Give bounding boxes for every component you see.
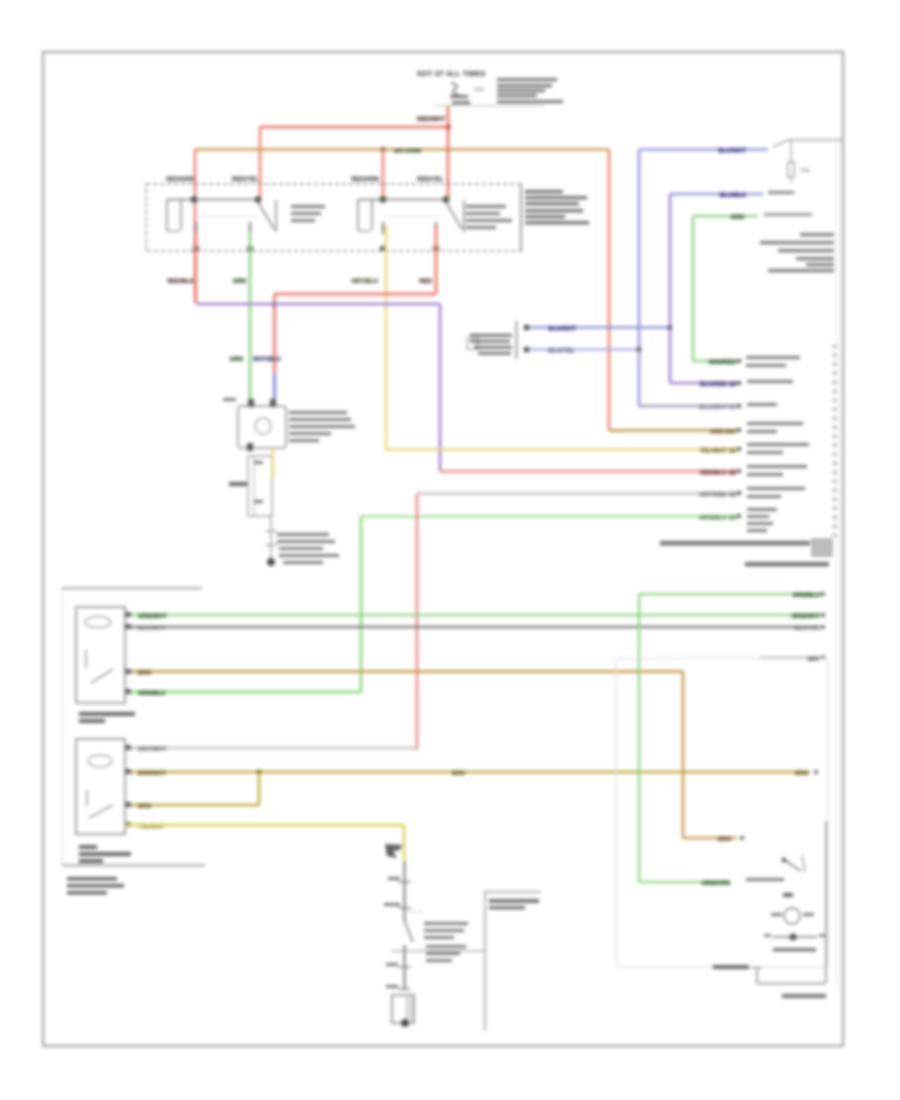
svg-text:BRN: BRN xyxy=(138,804,151,810)
svg-text:YEL/BLK: YEL/BLK xyxy=(138,824,164,830)
svg-text:BLU/WHT 2L: BLU/WHT 2L xyxy=(700,405,737,411)
svg-text:BRN: BRN xyxy=(718,837,731,843)
svg-text:RED/BLK: RED/BLK xyxy=(167,279,194,285)
svg-text:RED/WHT: RED/WHT xyxy=(417,117,445,123)
svg-text:BLU/YEL: BLU/YEL xyxy=(548,349,574,355)
svg-text:A/C COND: A/C COND xyxy=(394,149,421,155)
svg-text:GRY: GRY xyxy=(807,657,820,663)
svg-text:BLK/WHT: BLK/WHT xyxy=(138,626,166,632)
svg-text:BLU/RED 1B: BLU/RED 1B xyxy=(700,382,737,388)
svg-text:RED/GRN: RED/GRN xyxy=(166,177,194,183)
svg-text:GRN: GRN xyxy=(731,215,744,221)
svg-text:WHT/BLU: WHT/BLU xyxy=(253,357,281,363)
svg-text:15A: 15A xyxy=(474,87,484,93)
svg-text:GRN/WHT: GRN/WHT xyxy=(791,614,820,620)
svg-text:HOT AT ALL TIMES: HOT AT ALL TIMES xyxy=(417,71,486,78)
svg-text:BRN: BRN xyxy=(138,671,151,677)
svg-text:GRY/WHT: GRY/WHT xyxy=(138,747,166,753)
svg-text:BRN: BRN xyxy=(795,771,808,777)
svg-text:YEL/WHT 1B: YEL/WHT 1B xyxy=(700,449,737,455)
svg-text:GRY/BLU: GRY/BLU xyxy=(351,279,378,285)
svg-text:BLK/YEL: BLK/YEL xyxy=(794,626,820,632)
svg-text:BRN: BRN xyxy=(452,771,465,777)
svg-text:GRN/BLU 1B: GRN/BLU 1B xyxy=(699,516,736,522)
svg-text:GRN/BLU: GRN/BLU xyxy=(138,691,165,697)
svg-text:GRN/RED: GRN/RED xyxy=(708,360,736,366)
svg-text:RED/BLU 1B: RED/BLU 1B xyxy=(700,471,737,477)
svg-text:ORN 30A: ORN 30A xyxy=(710,430,737,436)
svg-text:BLU/WHT: BLU/WHT xyxy=(718,149,746,155)
svg-text:RED/GRN: RED/GRN xyxy=(351,177,379,183)
svg-text:GRN: GRN xyxy=(230,357,243,363)
svg-text:RED/YEL: RED/YEL xyxy=(232,177,258,183)
svg-text:RED/YEL: RED/YEL xyxy=(417,177,443,183)
svg-text:GRN/ORN: GRN/ORN xyxy=(702,881,730,887)
svg-text:RED: RED xyxy=(419,279,432,285)
svg-text:BLU/WHT: BLU/WHT xyxy=(548,327,576,333)
svg-text:GRN/BLU: GRN/BLU xyxy=(793,593,820,599)
svg-text:15A: 15A xyxy=(800,168,810,174)
svg-text:BRN/WHT: BRN/WHT xyxy=(138,771,167,777)
svg-text:GRN: GRN xyxy=(233,279,246,285)
svg-text:GRN/WHT: GRN/WHT xyxy=(138,614,167,620)
svg-text:GRY/RED 1B: GRY/RED 1B xyxy=(700,493,737,499)
svg-text:BLU/BLK: BLU/BLK xyxy=(720,193,747,199)
